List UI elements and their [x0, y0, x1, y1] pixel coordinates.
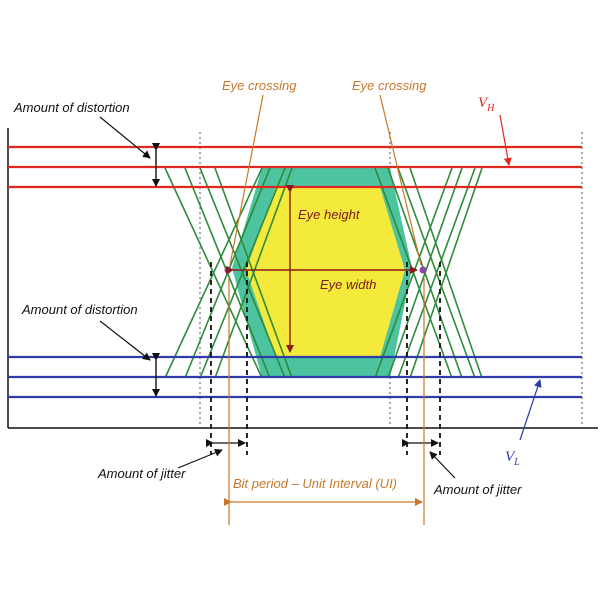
low-level-lines	[8, 355, 582, 399]
distortion-bottom-label: Amount of distortion	[21, 302, 138, 317]
eye-width-label: Eye width	[320, 277, 376, 292]
left-crossing-point	[224, 266, 232, 274]
jitter-right-label: Amount of jitter	[433, 482, 522, 497]
bit-period-label: Bit period – Unit Interval (UI)	[233, 476, 397, 491]
vh-label: VH	[478, 95, 495, 114]
right-crossing-point	[419, 266, 427, 274]
eye-crossing-right-leader	[379, 94, 422, 266]
vh-leader	[499, 114, 512, 166]
eye-crossing-left-label: Eye crossing	[222, 78, 297, 93]
eye-crossing-left-leader	[229, 94, 264, 266]
high-level-lines	[8, 145, 582, 189]
vl-label: VL	[505, 449, 520, 468]
distortion-top-label: Amount of distortion	[13, 100, 130, 115]
jitter-left-leader	[177, 448, 223, 469]
vl-leader	[519, 379, 542, 441]
distortion-bottom-leader	[99, 320, 151, 361]
eye-crossing-right-label: Eye crossing	[352, 78, 427, 93]
jitter-right-leader	[429, 451, 456, 479]
distortion-top-leader	[99, 116, 151, 159]
jitter-left-label: Amount of jitter	[97, 466, 186, 481]
eye-height-label: Eye height	[298, 207, 361, 222]
